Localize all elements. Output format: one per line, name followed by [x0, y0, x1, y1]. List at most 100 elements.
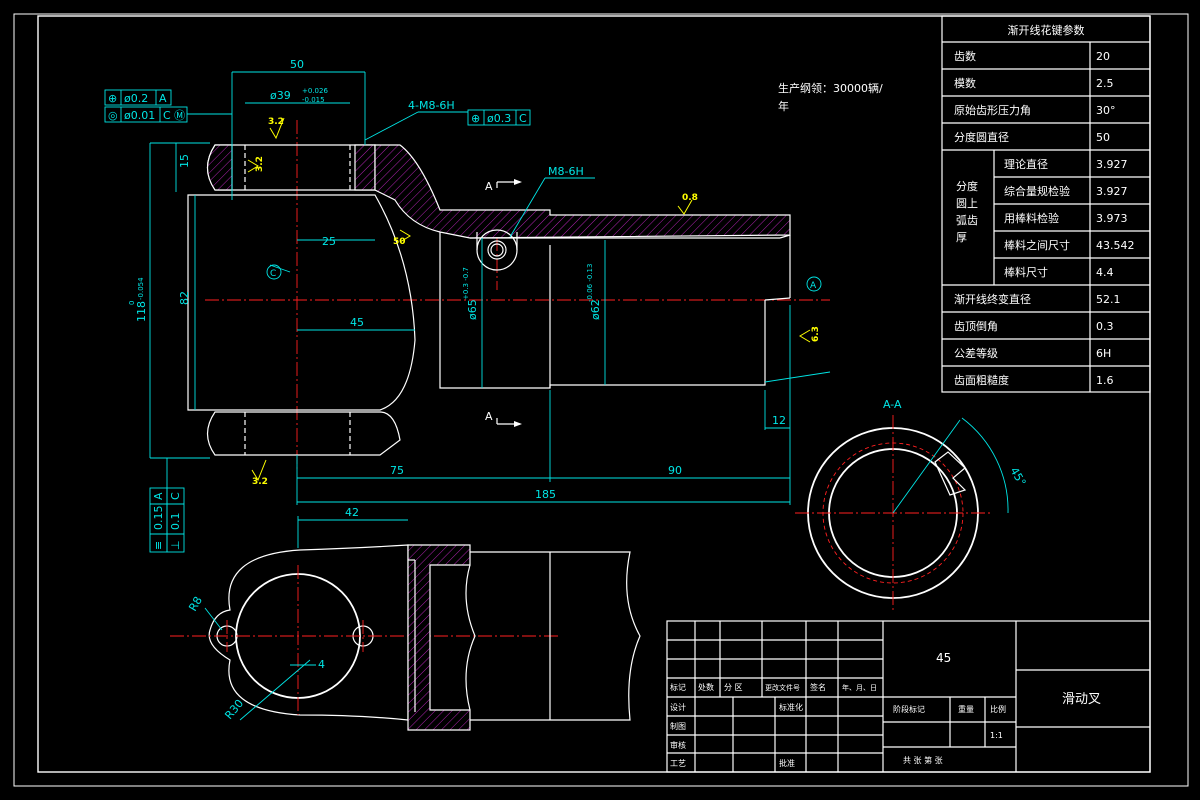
- header-zone: 分 区: [724, 683, 743, 692]
- svg-text:≡: ≡: [152, 541, 165, 550]
- label-stage: 阶段标记: [893, 704, 925, 714]
- row-teeth-value: 20: [1096, 50, 1110, 63]
- group-label-2: 圆上: [956, 197, 978, 210]
- svg-text:⊕: ⊕: [108, 92, 117, 105]
- dim-25: 25: [322, 235, 336, 248]
- row-roughness-label: 齿面粗糙度: [954, 373, 1009, 387]
- main-view: 50 ø39 +0.026 -0.015 4-M8-6H M8-6H 15 25…: [128, 58, 831, 505]
- group-row-4-label: 棒料之间尺寸: [1004, 238, 1070, 252]
- row-chamfer-label: 齿顶倒角: [954, 320, 998, 333]
- sheet-count: 共 张 第 张: [903, 755, 943, 765]
- dim-62-tol: -0.06 -0.13: [586, 264, 594, 302]
- datum-c-marker: [266, 264, 282, 280]
- dim-65-tol: +0.3 -0.7: [462, 267, 470, 300]
- svg-text:A: A: [152, 492, 165, 500]
- header-date: 年、月、日: [842, 683, 877, 692]
- datum-c-label: C: [270, 269, 276, 279]
- section-mark-a-bottom: A: [485, 410, 493, 423]
- production-note-line1: 生产纲领：30000辆/: [778, 81, 883, 95]
- dim-39-tol-up: +0.026: [302, 87, 328, 95]
- label-process: 工艺: [670, 759, 686, 768]
- label-scale: 比例: [990, 704, 1006, 714]
- datum-a-label: A: [810, 281, 817, 291]
- svg-text:◎: ◎: [108, 109, 118, 122]
- row-module-value: 2.5: [1096, 77, 1114, 90]
- row-roughness-value: 1.6: [1096, 374, 1114, 387]
- svg-text:ø0.01: ø0.01: [124, 109, 155, 122]
- dim-50: 50: [290, 58, 304, 71]
- row-tolerance-class-value: 6H: [1096, 347, 1111, 360]
- row-tolerance-class-label: 公差等级: [954, 346, 998, 360]
- group-row-1-label: 理论直径: [1004, 157, 1048, 171]
- row-form-diameter-value: 52.1: [1096, 293, 1121, 306]
- dim-118-tol-low: -0.054: [137, 277, 145, 300]
- row-teeth-label: 齿数: [954, 50, 976, 63]
- roughness-4: 50: [393, 237, 406, 247]
- label-design: 设计: [670, 702, 686, 712]
- tolerance-frame-2: ◎ ø0.01 C Ⓜ: [104, 106, 232, 123]
- group-row-3-label: 用棒料检验: [1004, 211, 1059, 225]
- row-pressure-angle-label: 原始齿形压力角: [954, 103, 1031, 117]
- dim-82: 82: [178, 291, 191, 305]
- group-label-4: 厚: [956, 231, 967, 244]
- svg-text:0.15: 0.15: [152, 506, 165, 531]
- thread-label-1: 4-M8-6H: [408, 99, 455, 112]
- fork-top-ear: [206, 144, 376, 191]
- header-count: 处数: [698, 682, 714, 692]
- group-row-4-value: 43.542: [1096, 239, 1135, 252]
- tube-upper-wall: [374, 144, 791, 239]
- scale-value: 1:1: [990, 731, 1003, 740]
- group-row-5-label: 棒料尺寸: [1004, 265, 1048, 279]
- label-approve: 批准: [779, 758, 795, 768]
- roughness-6: 3.2: [252, 477, 268, 487]
- material-value: 45: [936, 651, 951, 665]
- row-form-diameter-label: 渐开线终变直径: [954, 292, 1031, 306]
- svg-text:C Ⓜ: C Ⓜ: [163, 109, 185, 122]
- dim-39-tol-low: -0.015: [302, 96, 325, 104]
- title-block: 45 滑动叉 标记 处数 分 区 更改文件号 签名 年、月、日 设计 标准化 制…: [666, 620, 1151, 773]
- dim-42: 42: [345, 506, 359, 519]
- dim-4: 4: [318, 658, 325, 671]
- production-note-line2: 年: [778, 99, 789, 113]
- ear-section: [354, 144, 376, 191]
- outer-border: [13, 13, 1189, 787]
- row-chamfer-value: 0.3: [1096, 320, 1114, 333]
- dim-65: ø65: [466, 299, 479, 320]
- dim-118: 118: [135, 301, 148, 322]
- row-pressure-angle-value: 30°: [1096, 104, 1116, 117]
- datum-a-marker: [806, 276, 822, 292]
- dim-15: 15: [178, 154, 191, 168]
- roughness-5: 6.3: [811, 326, 821, 342]
- roughness-3: 0.8: [682, 193, 698, 203]
- spline-table-title: 渐开线花键参数: [1008, 23, 1085, 37]
- header-mark: 标记: [670, 682, 686, 692]
- flange-outline: [208, 544, 409, 721]
- label-standard: 标准化: [779, 702, 803, 712]
- dim-12: 12: [772, 414, 786, 427]
- header-doc: 更改文件号: [765, 683, 800, 692]
- group-row-3-value: 3.973: [1096, 212, 1128, 225]
- label-review: 审核: [670, 740, 686, 750]
- group-row-2-label: 综合量规检验: [1004, 184, 1070, 198]
- header-sign: 签名: [810, 682, 826, 692]
- group-row-1-value: 3.927: [1096, 158, 1128, 171]
- row-module-label: 模数: [954, 77, 976, 90]
- group-label-1: 分度: [956, 179, 978, 193]
- roughness-2: 3.2: [255, 156, 265, 172]
- dim-39: ø39: [270, 89, 291, 102]
- top-view: 42 R30 R8 4: [170, 506, 641, 731]
- part-name: 滑动叉: [1062, 692, 1101, 707]
- dim-185: 185: [535, 488, 556, 501]
- tolerance-frame-3: ⊕ ø0.3 C: [467, 109, 531, 126]
- dim-75: 75: [390, 464, 404, 477]
- group-row-5-value: 4.4: [1096, 266, 1114, 279]
- svg-text:0.1: 0.1: [169, 513, 182, 531]
- label-weight: 重量: [958, 704, 974, 714]
- dim-62: ø62: [589, 299, 602, 320]
- group-row-2-value: 3.927: [1096, 185, 1128, 198]
- svg-text:C: C: [169, 492, 182, 500]
- tube-lower-outline: [439, 232, 766, 389]
- row-pitch-diameter-value: 50: [1096, 131, 1110, 144]
- tolerance-frame-vertical: A 0.15 ≡ C 0.1 ⊥: [149, 458, 185, 553]
